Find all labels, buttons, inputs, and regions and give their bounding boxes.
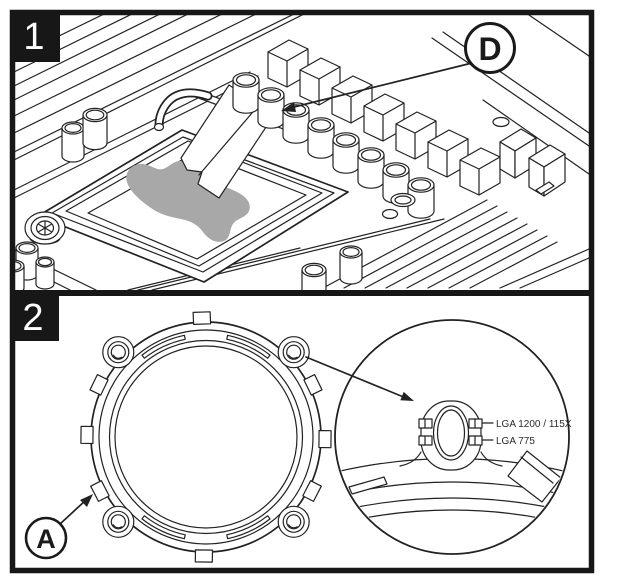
magnified-eyelet [399, 400, 503, 471]
magnified-tab [507, 450, 562, 503]
label-lga-775: LGA 775 [496, 436, 535, 447]
step-2-badge: 2 [10, 293, 59, 341]
mounting-ring [80, 311, 332, 563]
vrm-chokes [267, 39, 501, 196]
callout-d-letter: D [478, 31, 501, 67]
eyelet [102, 505, 135, 538]
figure-frame: 1 2 [9, 9, 595, 574]
board-holes [381, 116, 510, 220]
ring-tabs [80, 311, 332, 563]
capacitor-row [232, 72, 435, 219]
callout-d-arrowhead [281, 102, 296, 112]
eyelet [277, 505, 310, 538]
callout-d-circle [464, 22, 516, 74]
magnified-slot [348, 476, 388, 495]
magnifier-leader-line [305, 356, 407, 399]
callout-a-arrowhead [80, 494, 93, 507]
ring-eyelets [102, 336, 310, 538]
thermal-paste [126, 160, 250, 242]
callout-a-line [59, 499, 87, 525]
eyelet [102, 336, 135, 369]
capacitors [15, 72, 435, 290]
step-1-badge: 1 [10, 10, 60, 62]
label-lga-1200-115x: LGA 1200 / 115X [496, 419, 572, 430]
panel-2-illustration: LGA 1200 / 115X LGA 775 A [24, 311, 572, 563]
dimm-latches [499, 128, 566, 197]
panel-1-illustration: D [15, 15, 589, 290]
callout-a-letter: A [36, 524, 56, 554]
callout-a: A [24, 494, 93, 560]
step-2-number: 2 [22, 297, 43, 339]
callout-d: D [281, 22, 516, 112]
socket-screw [24, 211, 66, 245]
step-1-badge-background [10, 10, 60, 62]
socket-lever [153, 88, 213, 132]
callout-a-circle [24, 516, 68, 560]
lga1200-notches [418, 418, 483, 429]
eyelet [277, 336, 310, 369]
ring-arc-slots [141, 334, 271, 540]
magnifier: LGA 1200 / 115X LGA 775 [305, 319, 572, 555]
socket-labels: LGA 1200 / 115X LGA 775 [481, 419, 572, 447]
step-2-badge-background [10, 293, 59, 341]
callout-d-line [293, 62, 473, 108]
step-1-number: 1 [23, 16, 44, 58]
magnifier-arrowhead [400, 391, 414, 401]
